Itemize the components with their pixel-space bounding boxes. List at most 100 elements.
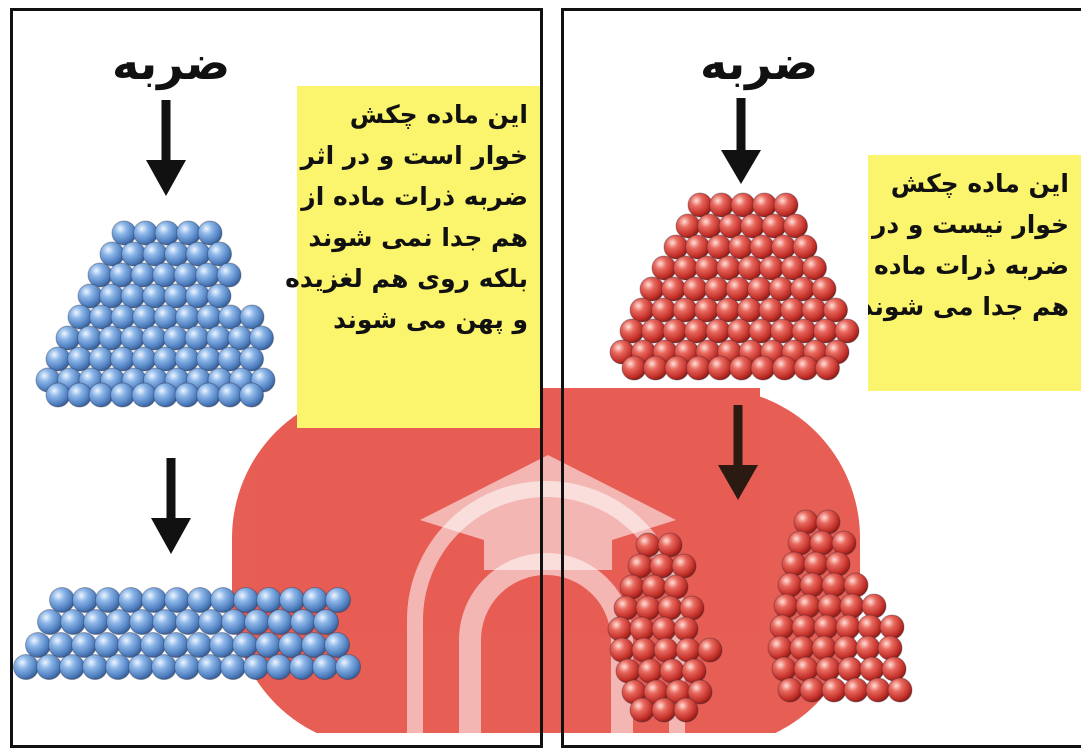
red-particle — [834, 636, 858, 660]
red-particle — [695, 298, 719, 322]
red-particle — [650, 554, 674, 578]
red-particle — [812, 636, 836, 660]
red-particle — [716, 298, 740, 322]
red-particle — [832, 531, 856, 555]
right-brittle-pile — [610, 193, 859, 380]
blue-particle — [60, 655, 85, 680]
red-particle — [784, 214, 808, 238]
red-particle — [638, 659, 662, 683]
blue-particle — [175, 383, 199, 407]
red-particle — [610, 638, 634, 662]
blue-particle — [106, 655, 131, 680]
red-particle — [620, 319, 644, 343]
blue-particle — [132, 347, 156, 371]
red-particle — [772, 657, 796, 681]
red-particle — [878, 636, 902, 660]
blue-particle — [110, 263, 134, 287]
blue-particle — [89, 347, 113, 371]
red-particle — [796, 594, 820, 618]
blue-particle — [72, 633, 97, 658]
blue-particle — [222, 610, 247, 635]
blue-particle — [164, 284, 188, 308]
right-impact-arrow — [721, 98, 761, 184]
red-particle — [862, 594, 886, 618]
red-particle — [608, 617, 632, 641]
red-particle — [719, 214, 743, 238]
blue-particle — [185, 326, 209, 350]
blue-particle — [141, 633, 166, 658]
blue-particle — [207, 326, 231, 350]
blue-particle — [279, 633, 304, 658]
red-particle — [749, 319, 773, 343]
blue-particle — [240, 305, 264, 329]
blue-particle — [245, 610, 270, 635]
blue-particle — [68, 305, 92, 329]
blue-particle — [154, 347, 178, 371]
blue-particle — [154, 305, 178, 329]
red-particle — [771, 319, 795, 343]
red-particle — [717, 256, 741, 280]
blue-particle — [129, 655, 154, 680]
blue-particle — [107, 610, 132, 635]
red-particle — [773, 356, 797, 380]
blue-particle — [217, 263, 241, 287]
blue-particle — [233, 633, 258, 658]
red-particle — [816, 510, 840, 534]
red-particle — [778, 573, 802, 597]
blue-particle — [122, 242, 146, 266]
red-particle — [781, 256, 805, 280]
red-particle — [632, 638, 656, 662]
blue-particle — [89, 383, 113, 407]
blue-particle — [208, 242, 232, 266]
blue-particle — [49, 633, 74, 658]
red-particle — [781, 298, 805, 322]
red-particle — [614, 596, 638, 620]
red-particle — [683, 277, 707, 301]
blue-particle — [175, 347, 199, 371]
right-fragment-right — [768, 510, 912, 702]
blue-particle — [280, 588, 305, 613]
right-fragment-left — [608, 533, 722, 722]
blue-particle — [133, 305, 157, 329]
blue-particle — [119, 588, 144, 613]
red-particle — [630, 298, 654, 322]
blue-particle — [198, 221, 222, 245]
red-particle — [676, 638, 700, 662]
red-particle — [630, 698, 654, 722]
blue-particle — [188, 588, 213, 613]
blue-particle — [197, 305, 221, 329]
red-particle — [882, 657, 906, 681]
blue-particle — [196, 263, 220, 287]
red-particle — [658, 533, 682, 557]
red-particle — [710, 193, 734, 217]
blue-particle — [186, 242, 210, 266]
blue-particle — [197, 347, 221, 371]
blue-particle — [290, 655, 315, 680]
red-particle — [800, 678, 824, 702]
red-particle — [642, 319, 666, 343]
red-particle — [663, 319, 687, 343]
blue-particle — [130, 610, 155, 635]
red-particle — [620, 575, 644, 599]
red-particle — [664, 575, 688, 599]
red-particle — [816, 657, 840, 681]
red-particle — [674, 698, 698, 722]
red-particle — [652, 298, 676, 322]
red-particle — [803, 256, 827, 280]
blue-particle — [221, 655, 246, 680]
blue-particle — [174, 263, 198, 287]
blue-particle — [121, 284, 145, 308]
blue-particle — [61, 610, 86, 635]
blue-particle — [134, 221, 158, 245]
blue-particle — [78, 284, 102, 308]
red-particle — [769, 277, 793, 301]
red-particle — [642, 575, 666, 599]
red-particle — [816, 356, 840, 380]
red-particle — [682, 659, 706, 683]
red-particle — [674, 617, 698, 641]
blue-particle — [256, 633, 281, 658]
red-particle — [658, 596, 682, 620]
red-particle — [636, 533, 660, 557]
blue-particle — [234, 588, 259, 613]
red-particle — [804, 552, 828, 576]
